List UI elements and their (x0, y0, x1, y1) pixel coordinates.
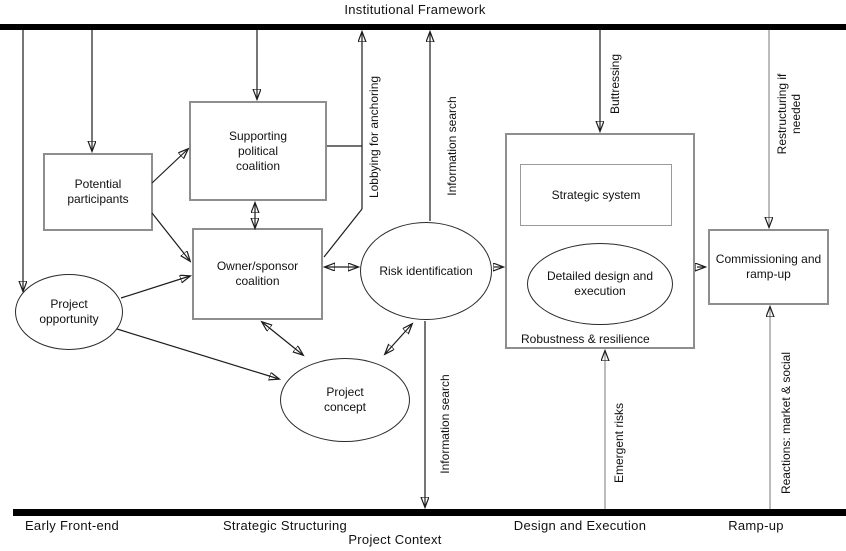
diagram-title: Institutional Framework (344, 2, 486, 17)
robustness-resilience-label: Robustness & resilience (521, 332, 650, 346)
node-commissioning-ramp-up: Commissioning and ramp-up (708, 229, 829, 305)
arrow-concept-risk-two-way (385, 324, 412, 354)
phase-design-and-execution: Design and Execution (513, 518, 647, 533)
node-strategic-system: Strategic system (520, 164, 672, 226)
node-supporting-political-coalition: Supporting political coalition (189, 101, 327, 201)
node-project-opportunity: Project opportunity (15, 274, 123, 350)
node-project-concept: Project concept (280, 358, 410, 442)
node-owner-sponsor-coalition: Owner/sponsor coalition (192, 228, 323, 320)
arrow-opportunity-to-concept (116, 328, 279, 379)
arrow-opportunity-to-owner (120, 276, 190, 299)
phase-ramp-up: Ramp-up (728, 518, 784, 533)
node-risk-identification: Risk identification (360, 222, 492, 320)
project-context-bar (13, 509, 846, 516)
node-detailed-design-execution: Detailed design and execution (527, 243, 673, 325)
arrow-owner-concept-two-way (262, 322, 303, 355)
footer-title: Project Context (348, 532, 442, 547)
arrow-participants-to-supporting (151, 149, 188, 184)
node-robustness-resilience-container: Strategic system Detailed design and exe… (505, 133, 695, 349)
phase-strategic-structuring: Strategic Structuring (222, 518, 348, 533)
line-owner-to-lobbying (323, 208, 363, 258)
node-potential-participants: Potential participants (43, 153, 153, 231)
phase-early-front-end: Early Front-end (24, 518, 120, 533)
arrow-participants-to-owner (151, 212, 190, 261)
institutional-framework-bar (0, 24, 846, 30)
